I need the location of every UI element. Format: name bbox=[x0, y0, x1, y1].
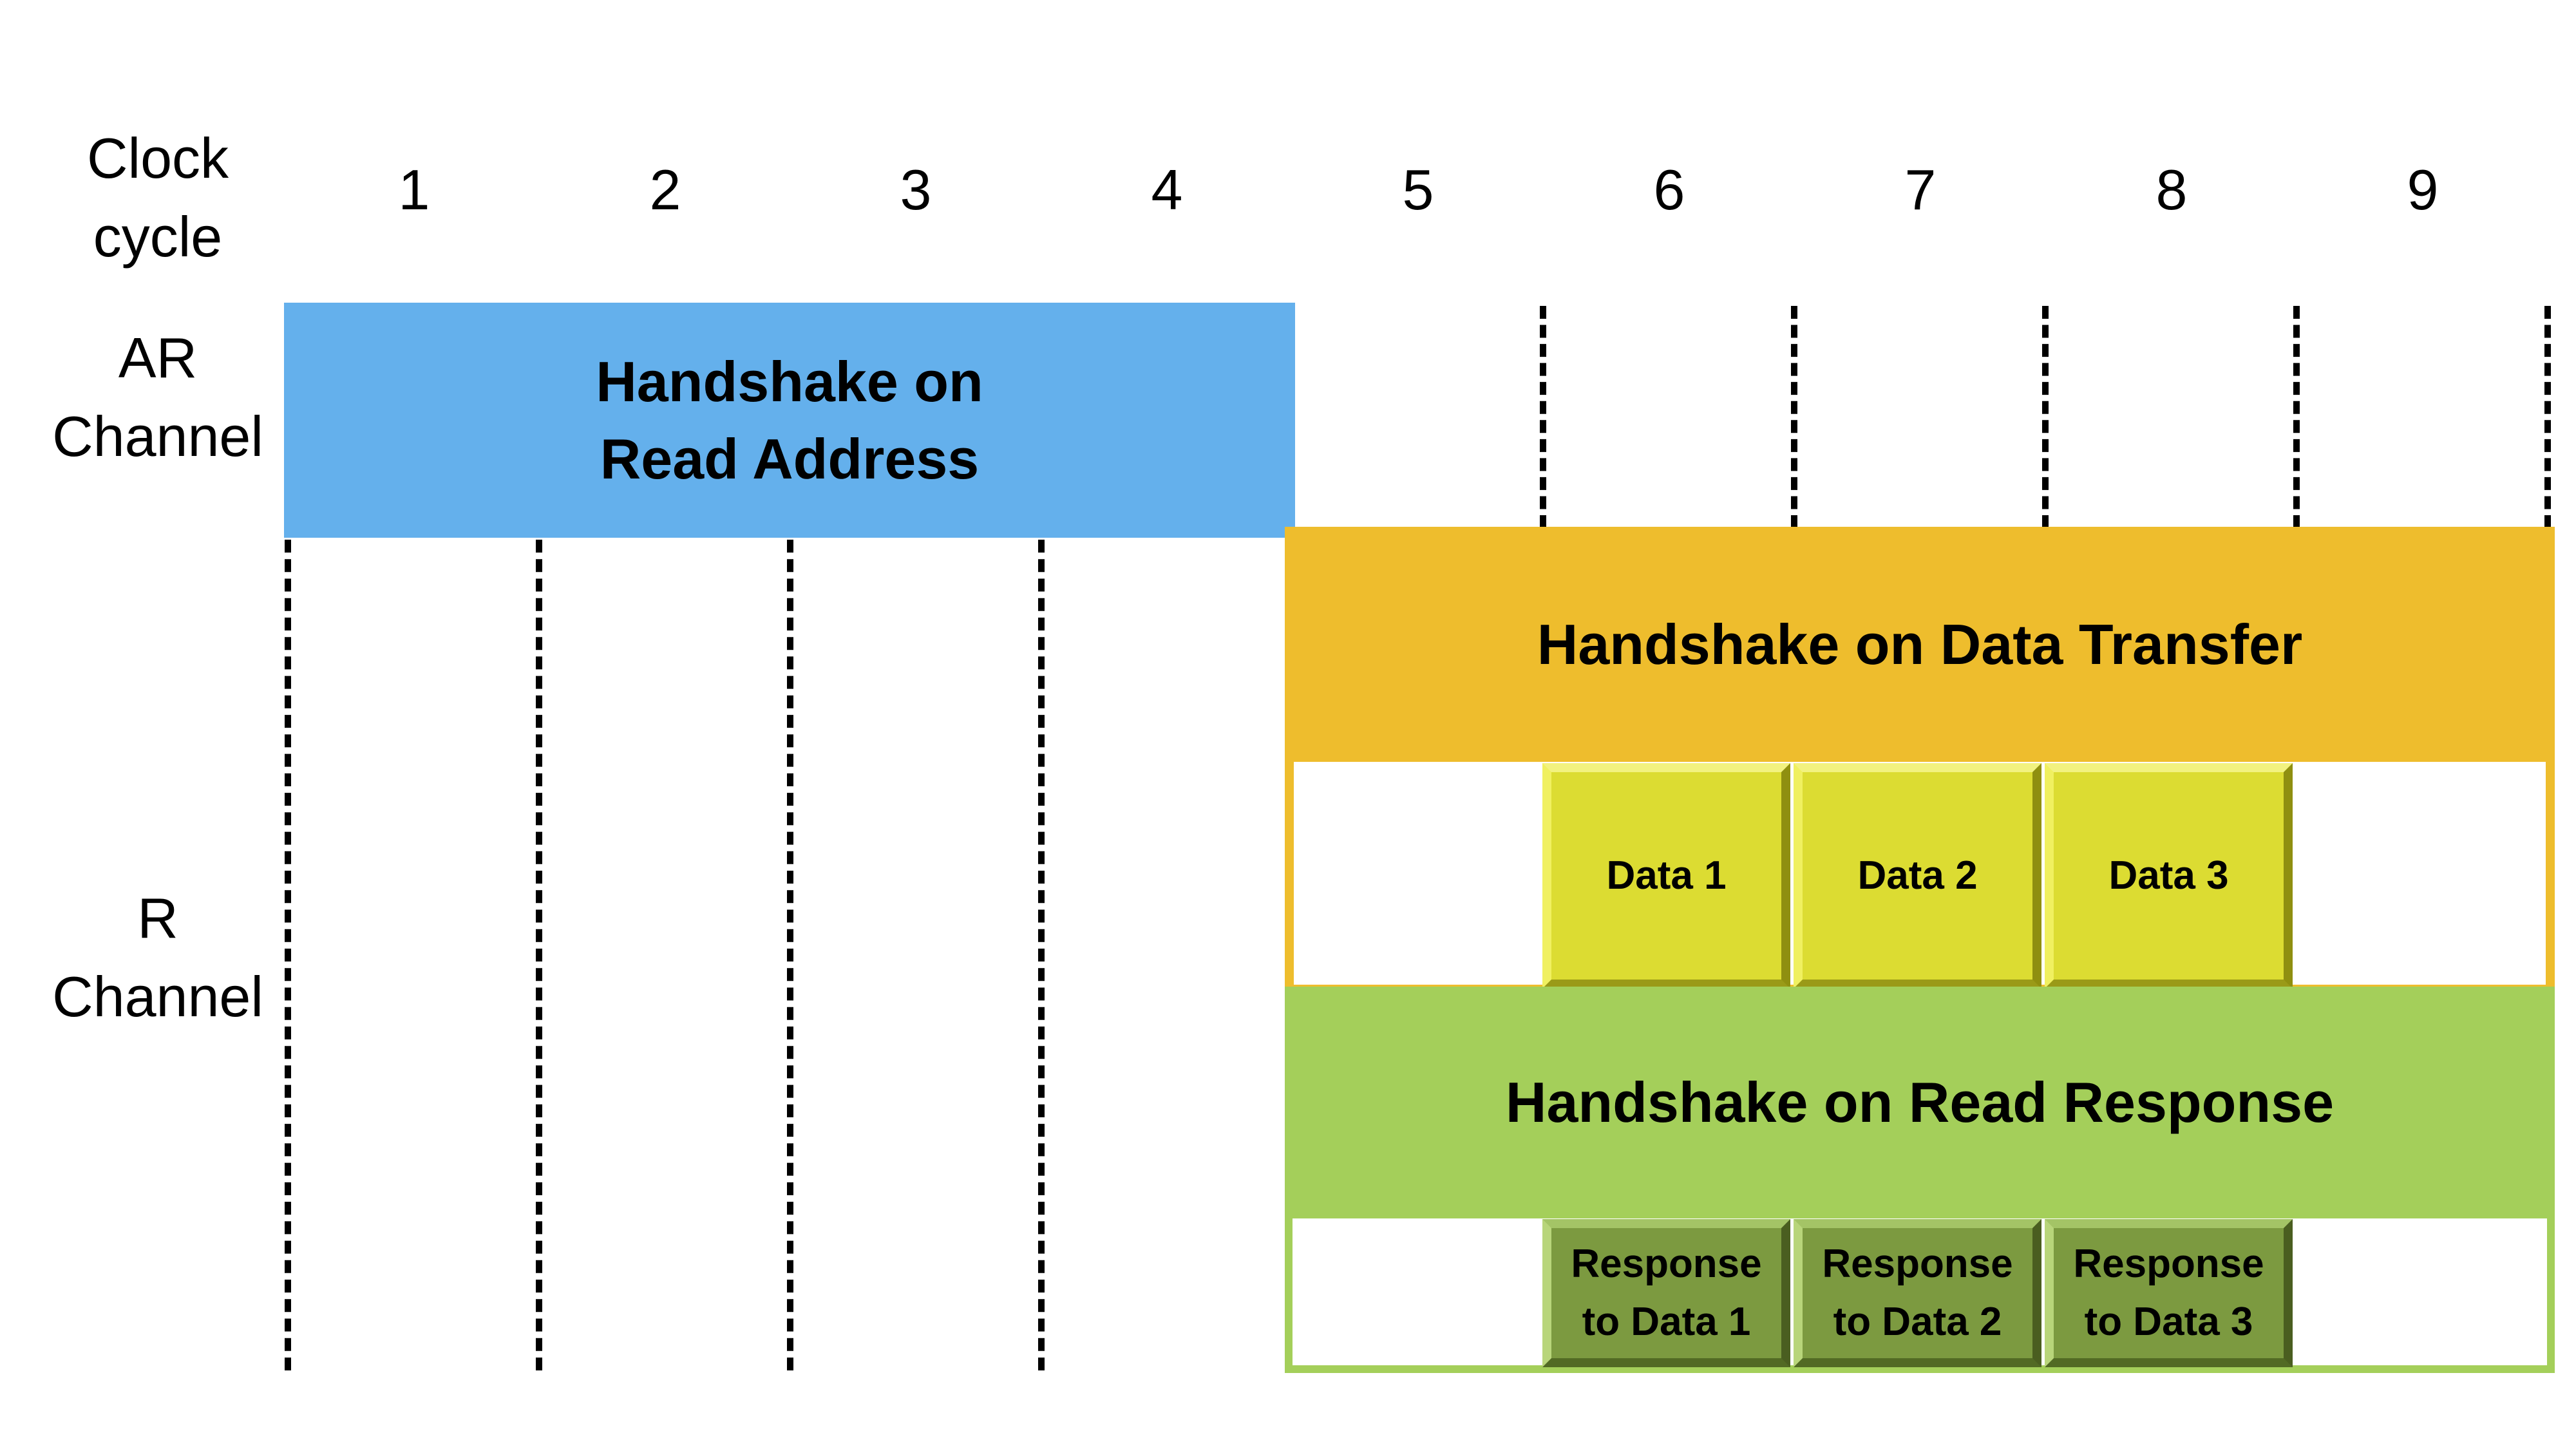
cycle-boundary-line bbox=[285, 540, 291, 1370]
cycle-boundary-line bbox=[2544, 306, 2551, 528]
clock-cycle-label: Clock cycle bbox=[86, 126, 229, 269]
response-block: Response to Data 3 bbox=[2045, 1219, 2293, 1367]
data-block: Data 1 bbox=[1542, 763, 1790, 989]
read-response-handshake-box: Handshake on Read Response bbox=[1285, 987, 2555, 1218]
read-address-handshake-box: Handshake on Read Address bbox=[284, 303, 1295, 538]
clock-cycle-number: 5 bbox=[1402, 158, 1434, 222]
cycle-boundary-line bbox=[787, 540, 793, 1370]
cycle-boundary-line bbox=[1038, 540, 1045, 1370]
clock-cycle-number: 4 bbox=[1151, 158, 1183, 222]
clock-cycle-number: 3 bbox=[900, 158, 932, 222]
response-block: Response to Data 2 bbox=[1794, 1219, 2041, 1367]
clock-cycle-number: 1 bbox=[398, 158, 430, 222]
clock-cycle-number: 7 bbox=[1904, 158, 1937, 222]
clock-cycle-number: 8 bbox=[2155, 158, 2188, 222]
data-block: Data 2 bbox=[1794, 763, 2041, 989]
clock-cycle-number: 2 bbox=[649, 158, 681, 222]
cycle-boundary-line bbox=[1791, 306, 1797, 528]
cycle-boundary-line bbox=[2042, 306, 2049, 528]
clock-cycle-number: 9 bbox=[2407, 158, 2439, 222]
clock-cycle-number: 6 bbox=[1653, 158, 1685, 222]
data-block: Data 3 bbox=[2045, 763, 2293, 989]
r-channel-label: R Channel bbox=[52, 886, 263, 1028]
cycle-boundary-line bbox=[1540, 306, 1546, 528]
response-block: Response to Data 1 bbox=[1542, 1219, 1790, 1367]
cycle-boundary-line bbox=[536, 540, 542, 1370]
data-transfer-handshake-box: Handshake on Data Transfer bbox=[1285, 527, 2555, 762]
ar-channel-label: AR Channel bbox=[52, 326, 263, 468]
cycle-boundary-line bbox=[2293, 306, 2300, 528]
